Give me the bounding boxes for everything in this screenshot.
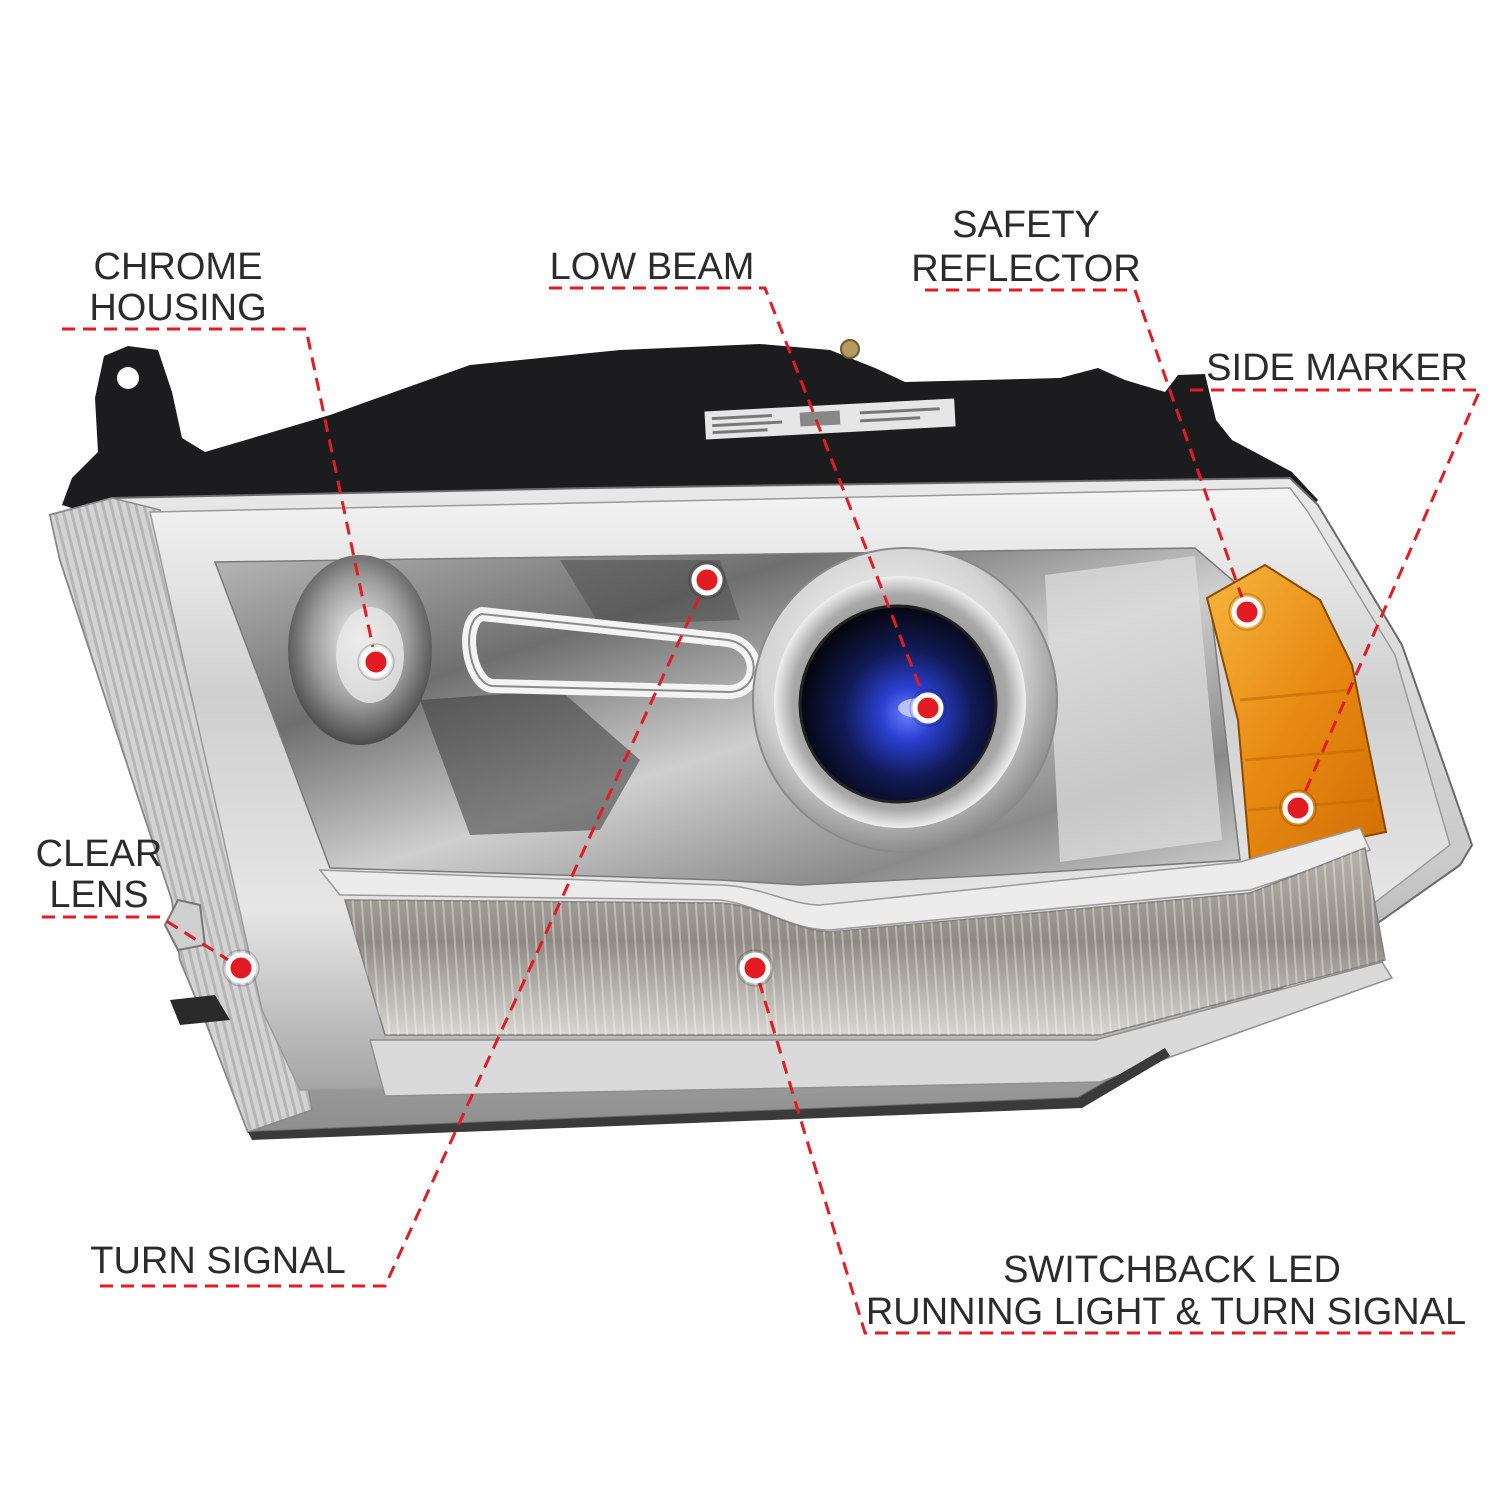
callout-line-turn-signal — [100, 579, 709, 1288]
mounting-tab-hole — [117, 367, 139, 389]
callout-line-side-marker — [1190, 388, 1483, 809]
label-switchback-led-line2: RUNNING LIGHT & TURN SIGNAL — [866, 1291, 1466, 1333]
lower-mount-tab — [170, 995, 230, 1025]
label-chrome-housing-line2: HOUSING — [89, 287, 266, 329]
lens-bottom-seal — [248, 1048, 1170, 1140]
callout-line-chrome-housing — [62, 327, 378, 663]
callout-dot-low-beam — [912, 692, 944, 724]
label-clear-lens-line1: CLEAR — [36, 833, 163, 875]
cavity-dark-detail — [420, 690, 640, 835]
callout-line-low-beam — [549, 286, 930, 709]
callout-line-safety-reflector — [925, 288, 1249, 613]
projector-lens — [798, 604, 998, 804]
label-safety-reflector-line2: REFLECTOR — [911, 248, 1140, 290]
chrome-accent-loop-shadow — [468, 612, 755, 694]
label-chrome-housing-line1: CHROME — [94, 246, 263, 288]
callout-labels: CHROME HOUSING LOW BEAM SAFETY REFLECTOR… — [36, 204, 1468, 1333]
cavity-right-chrome — [1045, 556, 1222, 862]
callout-lines — [42, 286, 1483, 1335]
callout-line-switchback-led — [753, 967, 1455, 1335]
adjuster-bolt — [840, 339, 860, 359]
projector-assembly — [752, 547, 1058, 853]
callout-line-clear-lens — [42, 915, 242, 970]
label-turn-signal: TURN SIGNAL — [90, 1240, 345, 1282]
label-low-beam: LOW BEAM — [550, 246, 755, 288]
lower-chrome-bar — [369, 961, 1394, 1097]
rear-housing — [62, 344, 1318, 520]
callout-dot-safety-reflector — [1231, 596, 1263, 628]
callout-dot-chrome-housing — [360, 646, 392, 678]
callout-dots — [222, 561, 1317, 987]
led-strip-ribbing — [345, 848, 1385, 1035]
label-clear-lens-line2: LENS — [49, 874, 148, 916]
headlight-assembly — [48, 339, 1474, 1140]
side-marker-lens — [1205, 563, 1388, 862]
label-switchback-led-line1: SWITCHBACK LED — [1003, 1249, 1341, 1291]
label-side-marker: SIDE MARKER — [1206, 347, 1468, 389]
callout-dot-turn-signal — [691, 564, 723, 596]
housing-sticker — [704, 398, 956, 440]
chrome-divider-bar — [318, 827, 1372, 931]
label-safety-reflector-line1: SAFETY — [952, 204, 1100, 246]
callout-dot-switchback-led — [739, 952, 771, 984]
callout-dot-clear-lens — [225, 952, 257, 984]
callout-dot-side-marker — [1282, 792, 1314, 824]
